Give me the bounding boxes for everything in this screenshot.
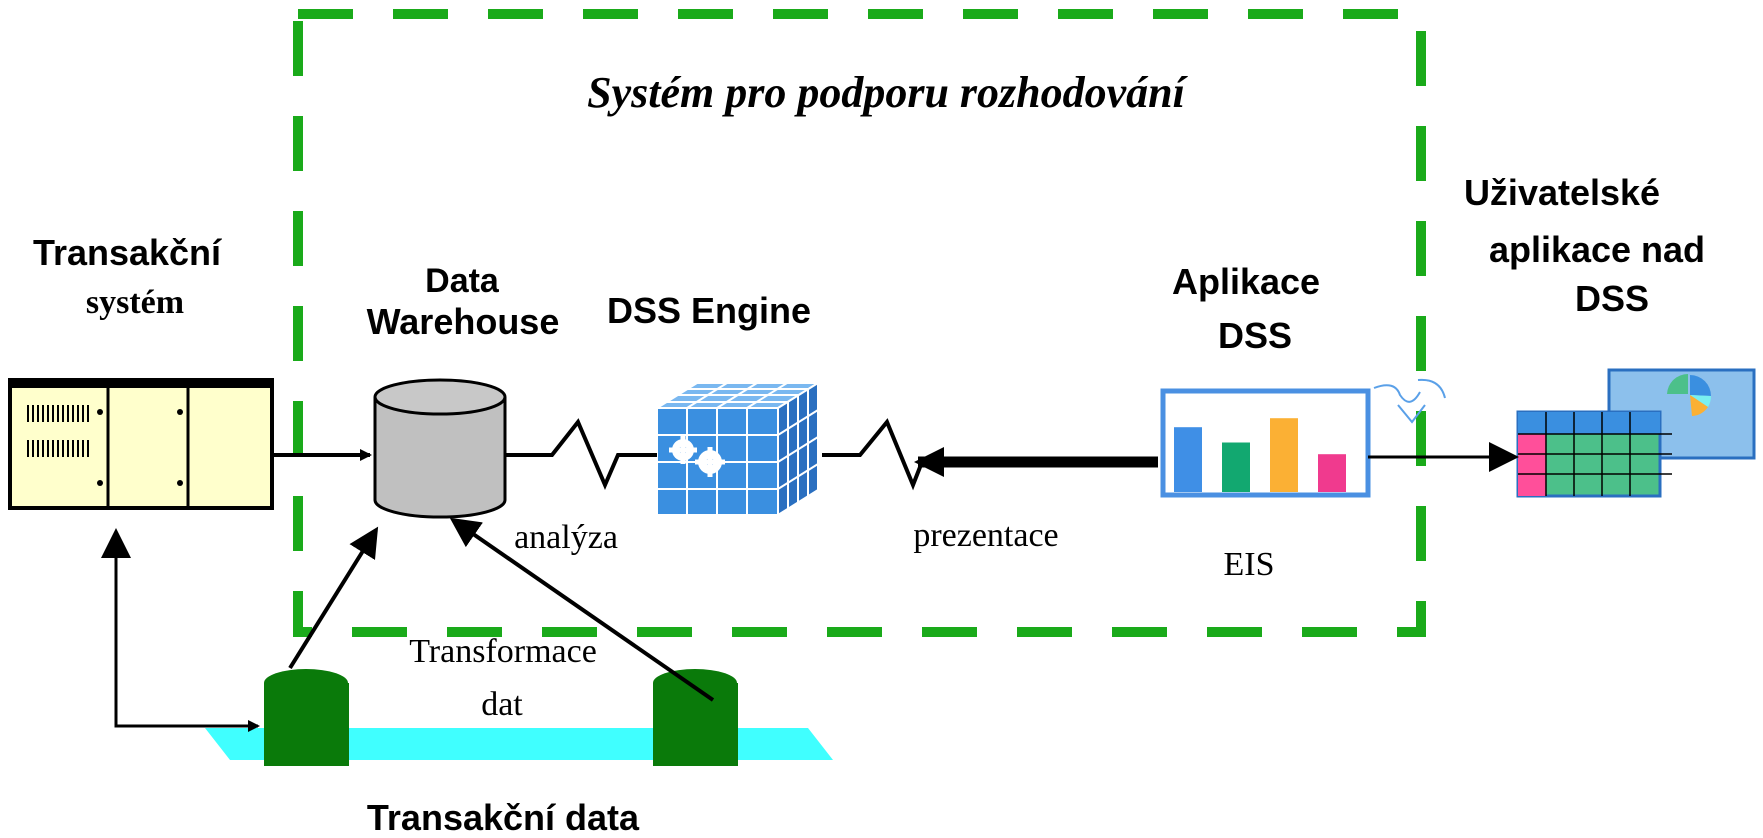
zigzag-warehouse-engine [505, 418, 657, 491]
bar-chart-icon [1160, 388, 1371, 498]
prezentace-label: prezentace [913, 517, 1058, 554]
uzivatelske-label-1: Uživatelské [1464, 172, 1660, 213]
aplikace-dss-label-1: Aplikace [1172, 261, 1320, 302]
transformace-label-1: Transformace [409, 633, 597, 670]
database-icon-left [264, 669, 349, 766]
data-warehouse-label-2: Warehouse [367, 301, 560, 342]
transformace-label-2: dat [481, 686, 523, 723]
eis-bar-2 [1222, 442, 1250, 492]
eis-label: EIS [1224, 546, 1275, 583]
cube-gears-icon [653, 381, 822, 517]
arrow-loop-transaction [114, 532, 260, 732]
analyza-label: analýza [514, 519, 618, 556]
dss-boundary [293, 9, 1426, 637]
arrow-right-db-to-warehouse [449, 517, 715, 702]
system-title: Systém pro podporu rozhodování [587, 68, 1189, 117]
eis-bar-1 [1174, 427, 1202, 492]
database-icon-right [653, 669, 738, 766]
transakcni-system-label-2: systém [86, 284, 184, 321]
spreadsheet-icon [1516, 410, 1672, 498]
transakcni-data-label: Transakční data [367, 797, 640, 838]
arrow-left-db-to-warehouse [288, 526, 379, 670]
connector-squiggle-icon [1373, 378, 1446, 424]
database-icon [373, 378, 507, 519]
uzivatelske-label-2: aplikace nad [1489, 229, 1705, 270]
server-icon [8, 378, 274, 510]
uzivatelske-label-3: DSS [1575, 278, 1649, 319]
eis-bar-3 [1270, 418, 1298, 492]
zigzag-engine-eis [822, 418, 924, 491]
transakcni-system-label-1: Transakční [33, 232, 222, 273]
dss-engine-label: DSS Engine [607, 290, 811, 331]
aplikace-dss-label-2: DSS [1218, 315, 1292, 356]
data-warehouse-label-1: Data [425, 262, 500, 300]
eis-bar-4 [1318, 454, 1346, 492]
